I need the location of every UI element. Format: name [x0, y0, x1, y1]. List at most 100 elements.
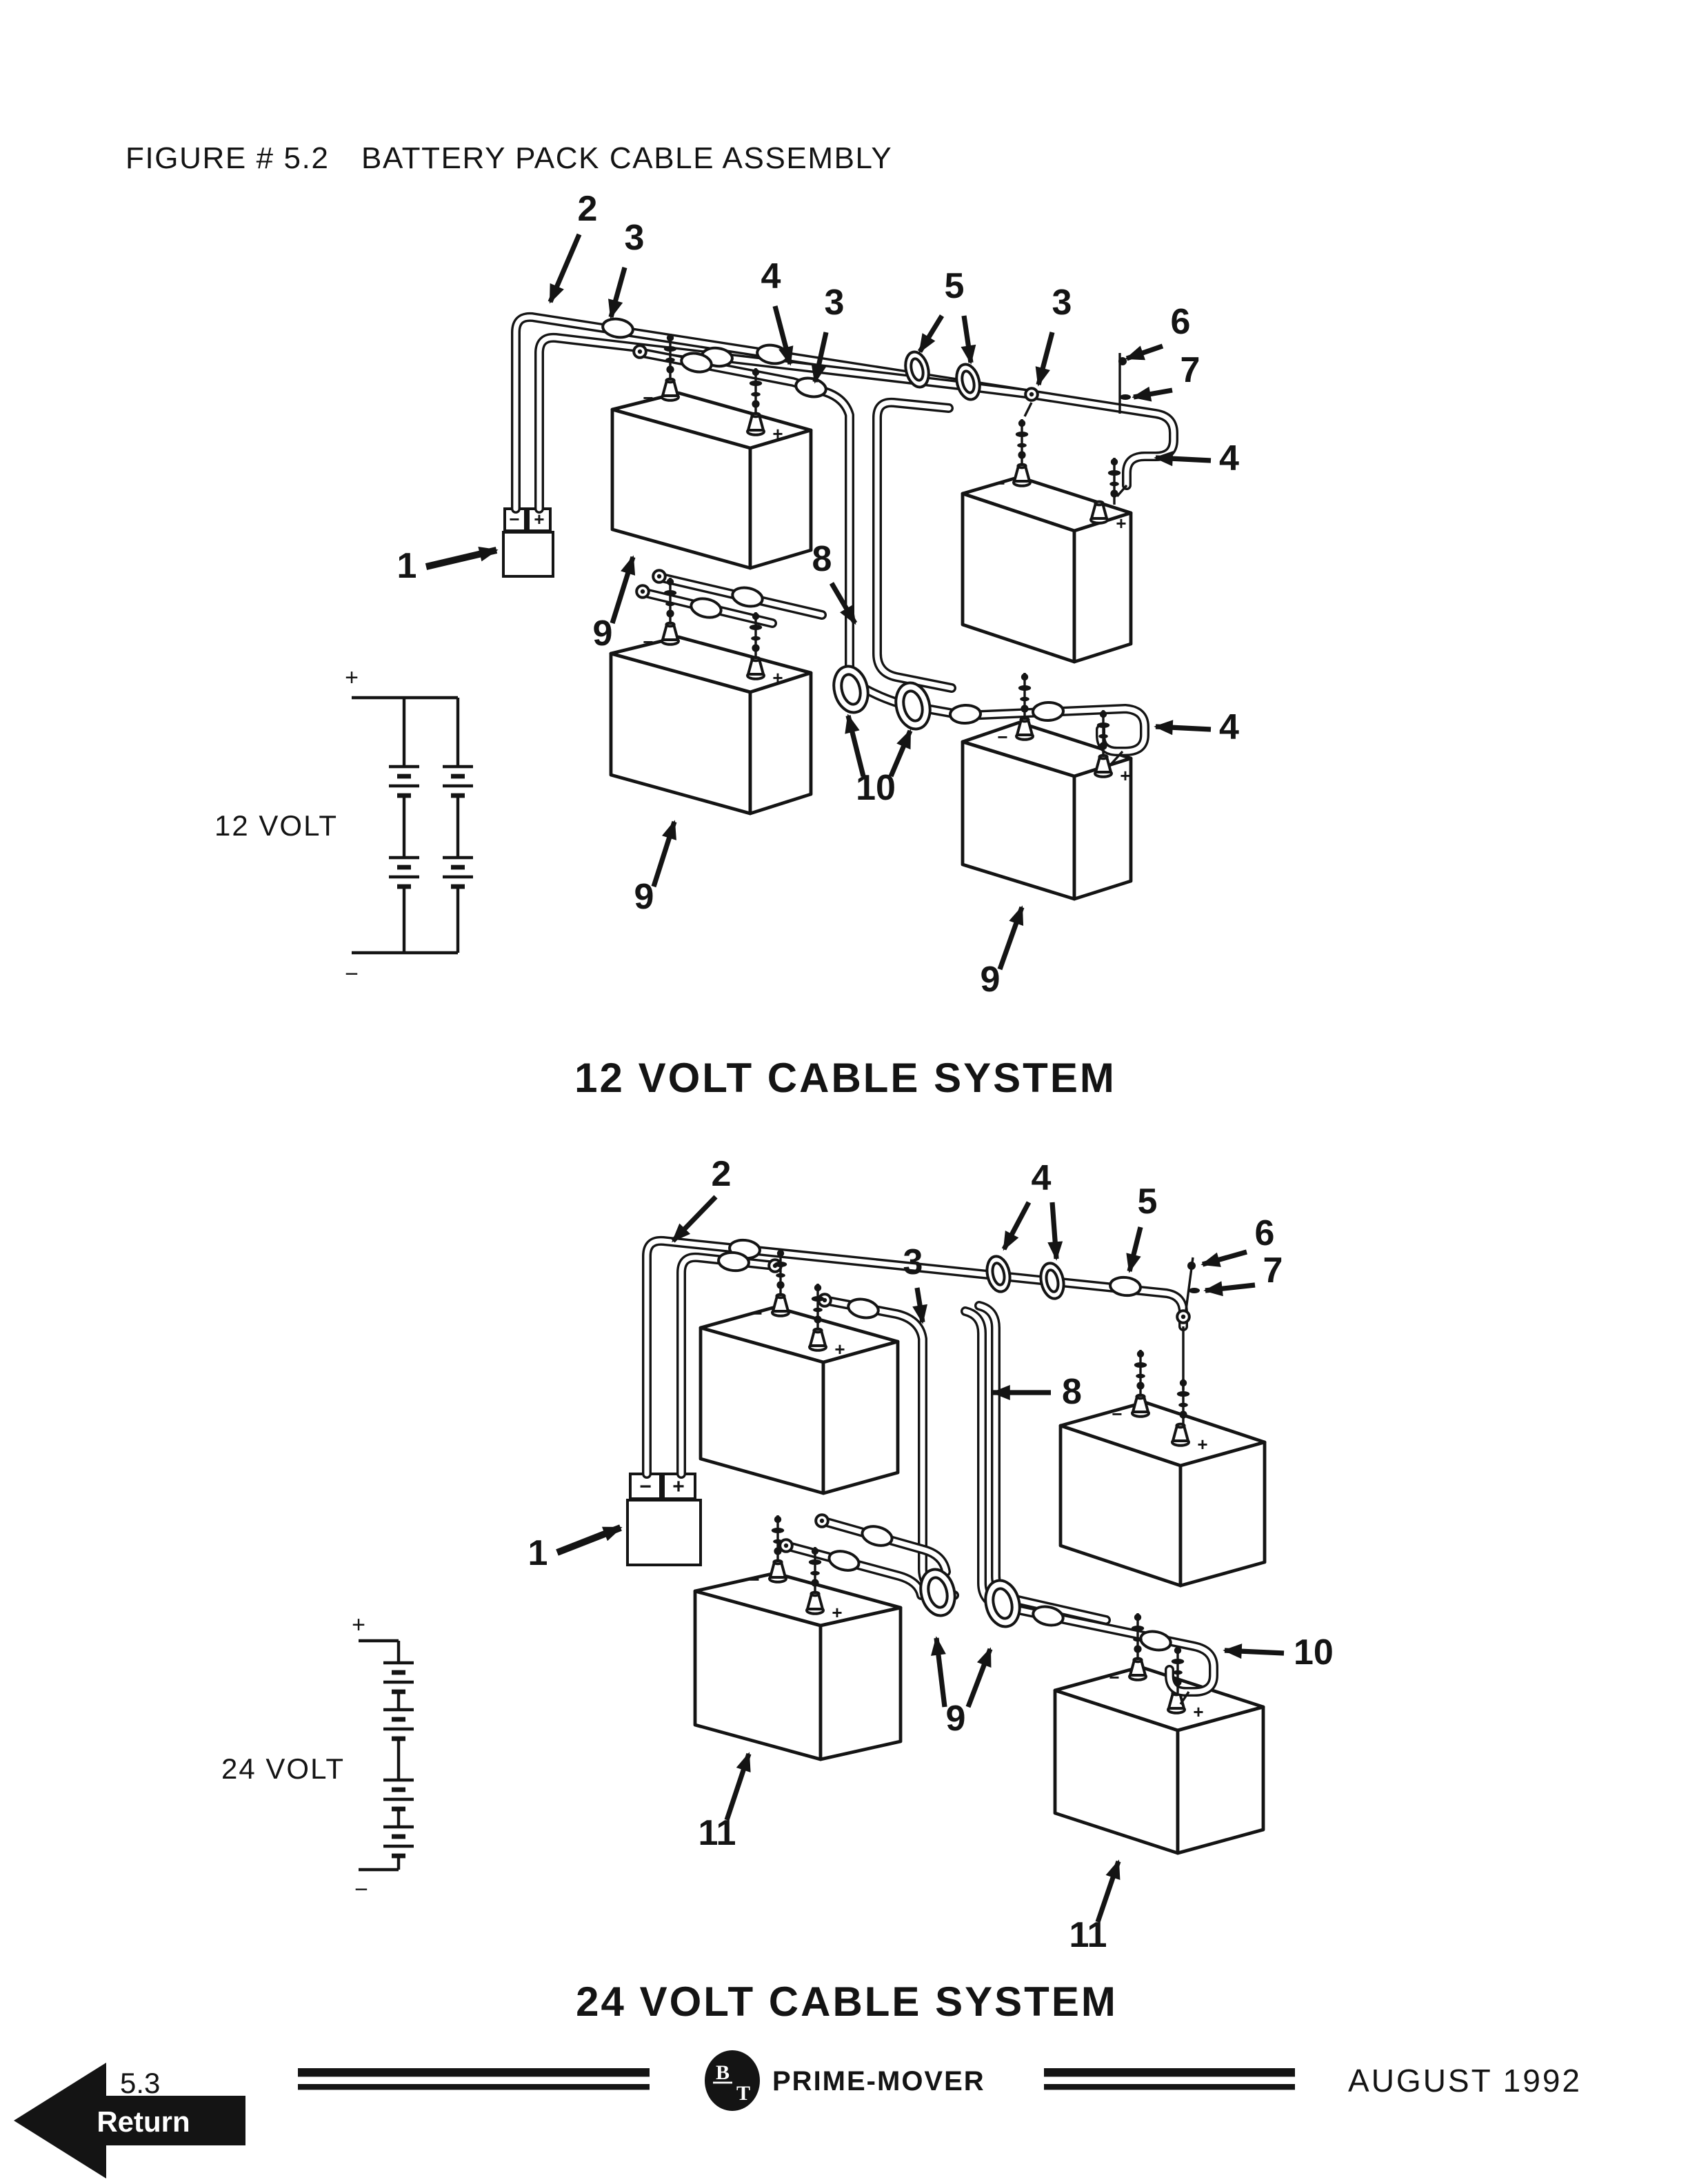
diagram-12v: + − 12 VOLT − + − + — [214, 189, 1239, 1101]
terminal-minus-label: − — [752, 1303, 762, 1324]
schematic-12v: + − 12 VOLT — [214, 665, 473, 987]
callout-24v-2: 2 — [671, 1154, 732, 1243]
terminal-minus-label: − — [994, 473, 1005, 494]
callout-24v-9: 9 — [931, 1636, 993, 1739]
footer: 5.3 Return B T PRIME-MOVER AUGUST 1992 — [14, 2050, 1582, 2178]
callout-12v-9a: 9 — [593, 555, 636, 654]
callout-24v-8: 8 — [991, 1372, 1082, 1412]
callout-24v-11a: 11 — [699, 1752, 752, 1853]
battery-24v-4: − + — [1053, 1657, 1265, 1855]
callout-24v-5: 5 — [1126, 1182, 1158, 1273]
schematic-12v-minus: − — [345, 961, 359, 987]
callout-12v-8: 8 — [812, 539, 858, 625]
callout-label: 9 — [981, 960, 1001, 1000]
battery-12v-3: − + — [609, 621, 813, 816]
connector-block-24v: − + — [626, 1473, 702, 1566]
callout-label: 4 — [1219, 438, 1239, 478]
callout-24v-1: 1 — [528, 1524, 623, 1573]
terminal-plus-label: + — [834, 1339, 845, 1359]
callout-label: 9 — [634, 877, 654, 917]
callout-24v-10: 10 — [1223, 1632, 1334, 1672]
schematic-12v-plus: + — [345, 665, 359, 691]
bt-logo-circle — [705, 2050, 760, 2111]
schematic-12v-label: 12 VOLT — [214, 809, 338, 842]
callouts-12v: 2 3 4 3 5 3 6 7 4 1 9 8 10 9 4 9 — [397, 189, 1239, 1000]
page-number: 5.3 — [120, 2067, 160, 2099]
terminal-plus-label: + — [832, 1602, 842, 1623]
callout-label: 7 — [1180, 350, 1200, 390]
callout-label: 3 — [625, 218, 645, 258]
callout-label: 3 — [903, 1242, 923, 1282]
connector-minus-label: − — [509, 509, 519, 529]
publication-date: AUGUST 1992 — [1348, 2063, 1582, 2099]
callouts-24v: 2 4 5 6 7 3 8 1 9 10 11 11 — [528, 1154, 1334, 1955]
callout-12v-10: 10 — [845, 714, 913, 808]
terminal-minus-label: − — [1109, 1667, 1119, 1688]
callout-24v-11b: 11 — [1069, 1859, 1121, 1955]
callout-12v-6: 6 — [1125, 302, 1191, 361]
callout-label: 6 — [1171, 302, 1191, 342]
callout-label: 8 — [1062, 1372, 1082, 1412]
callout-12v-9b: 9 — [634, 820, 677, 917]
callout-24v-3: 3 — [903, 1242, 927, 1324]
cables-24v — [647, 1239, 1214, 1705]
bt-logo-b: B — [716, 2061, 730, 2084]
callout-label: 5 — [1138, 1182, 1158, 1222]
callout-label: 6 — [1255, 1213, 1275, 1253]
callout-12v-2: 2 — [547, 189, 598, 304]
terminal-minus-label: − — [749, 1569, 759, 1590]
callout-label: 2 — [578, 189, 598, 229]
rule-right-thick — [1044, 2068, 1295, 2077]
battery-12v-2: − + — [961, 463, 1133, 664]
battery-12v-4: − + — [961, 716, 1133, 901]
connector-block-12v: − + — [502, 507, 554, 578]
schematic-24v-minus: − — [354, 1877, 368, 1903]
callout-label: 7 — [1263, 1251, 1283, 1291]
rule-left-thick — [298, 2068, 650, 2077]
figure-title: BATTERY PACK CABLE ASSEMBLY — [361, 141, 892, 175]
callout-label: 5 — [945, 266, 965, 306]
battery-24v-2: − + — [1058, 1393, 1267, 1588]
terminal-minus-label: − — [643, 631, 653, 652]
callout-12v-4a: 4 — [761, 256, 794, 366]
callout-label: 8 — [812, 539, 832, 579]
connector-minus-label: − — [639, 1475, 652, 1498]
callout-label: 11 — [699, 1813, 736, 1853]
callout-label: 3 — [1052, 283, 1072, 323]
callout-24v-7: 7 — [1203, 1251, 1283, 1297]
diagram-24v: + − 24 VOLT − + − + — [221, 1154, 1334, 2025]
callout-24v-6: 6 — [1200, 1213, 1275, 1267]
callout-12v-3a: 3 — [608, 218, 645, 319]
callout-12v-4b: 4 — [1154, 438, 1239, 478]
terminal-minus-label: − — [1112, 1404, 1122, 1424]
callout-label: 9 — [946, 1699, 966, 1739]
schematic-24v: + − 24 VOLT — [221, 1612, 414, 1903]
callout-label: 3 — [825, 283, 845, 323]
callout-12v-5: 5 — [917, 266, 976, 365]
callout-label: 11 — [1069, 1915, 1107, 1955]
callout-label: 1 — [528, 1533, 548, 1573]
callout-12v-1: 1 — [397, 546, 499, 586]
callout-label: 10 — [856, 768, 896, 808]
callout-12v-7: 7 — [1132, 350, 1200, 402]
connector-plus-label: + — [672, 1475, 685, 1498]
callout-label: 10 — [1294, 1632, 1334, 1672]
terminal-plus-label: + — [772, 423, 783, 444]
callout-label: 2 — [712, 1154, 732, 1194]
terminal-plus-label: + — [1197, 1434, 1207, 1455]
brand-name: PRIME-MOVER — [772, 2066, 985, 2096]
bt-logo-t: T — [736, 2082, 750, 2105]
terminal-plus-label: + — [772, 667, 783, 688]
callout-12v-9c: 9 — [981, 905, 1025, 1000]
callout-label: 1 — [397, 546, 417, 586]
callout-12v-4c: 4 — [1154, 707, 1239, 747]
cables-12v — [516, 317, 1174, 768]
battery-24v-1: − + — [699, 1293, 900, 1495]
terminal-plus-label: + — [1120, 765, 1130, 786]
rule-right-thin — [1044, 2084, 1295, 2090]
callout-label: 4 — [1219, 707, 1239, 747]
schematic-24v-plus: + — [352, 1612, 365, 1638]
schematic-24v-label: 24 VOLT — [221, 1752, 345, 1785]
return-button[interactable]: Return — [14, 2063, 245, 2178]
